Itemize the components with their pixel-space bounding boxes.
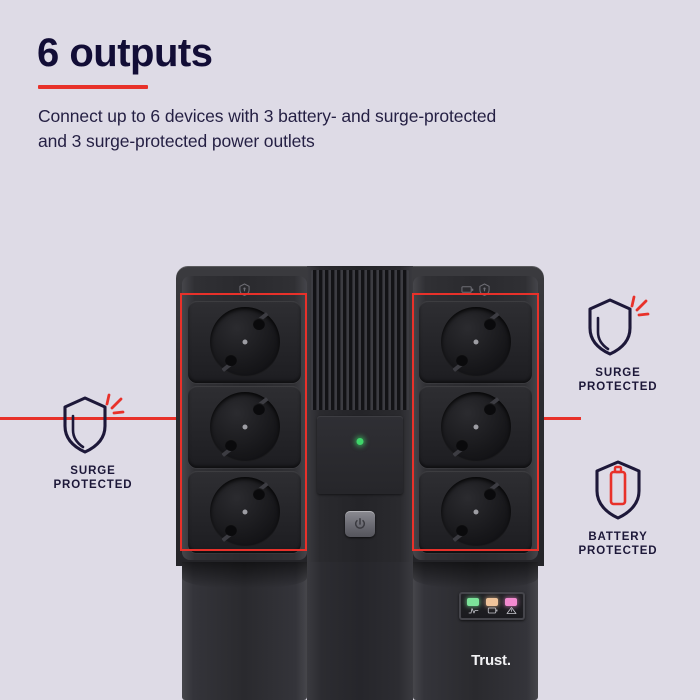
badge-surge-protected-left: SURGE PROTECTED	[23, 390, 163, 493]
socket-center-dot	[242, 339, 247, 345]
panel-shadow	[182, 562, 307, 588]
panel-shadow	[413, 562, 538, 588]
badge-caption-line-1: BATTERY	[588, 531, 648, 543]
lower-panel-center: Trust.	[307, 562, 525, 700]
outlet-column-right	[413, 276, 538, 560]
ac-line-led	[467, 597, 479, 606]
socket-pin	[224, 354, 237, 367]
indicator-led	[486, 597, 498, 615]
socket-pin	[224, 439, 237, 452]
callout-line-right	[513, 417, 581, 420]
callout-line-left	[0, 417, 190, 420]
device-center-column	[307, 266, 413, 566]
power-outlet	[419, 386, 532, 468]
ventilation-slats	[311, 270, 409, 410]
badge-caption-line-1: SURGE	[70, 465, 116, 477]
badge-caption: BATTERY PROTECTED	[548, 530, 688, 559]
socket-pin	[455, 354, 468, 367]
socket-center-dot	[242, 509, 247, 515]
socket-pin	[483, 402, 496, 415]
indicator-led	[505, 597, 517, 615]
power-outlet	[188, 386, 301, 468]
badge-surge-protected-right: SURGE PROTECTED	[548, 292, 688, 395]
shield-spark-icon	[588, 295, 650, 356]
badge-caption: SURGE PROTECTED	[548, 366, 688, 395]
badge-caption-line-2: PROTECTED	[578, 545, 658, 558]
power-outlet	[188, 301, 301, 383]
outlet-column-left	[182, 276, 307, 560]
socket-center-dot	[473, 509, 478, 515]
socket-center-dot	[473, 424, 478, 430]
socket-pin	[252, 487, 265, 500]
power-outlet	[188, 471, 301, 553]
status-panel	[317, 416, 403, 494]
power-outlet	[419, 471, 532, 553]
highlight-box-left-outlets	[180, 293, 307, 551]
power-icon	[354, 517, 366, 529]
socket-center-dot	[473, 339, 478, 345]
socket-pin	[224, 524, 237, 537]
highlight-box-right-outlets	[412, 293, 539, 551]
ups-device-photo: Trust.	[176, 266, 544, 700]
badge-caption: SURGE PROTECTED	[23, 464, 163, 493]
outlet-list-right	[419, 301, 532, 556]
socket-pin	[483, 317, 496, 330]
subtitle-line-2: and 3 surge-protected power outlets	[38, 130, 315, 151]
badge-icon-wrap	[23, 390, 163, 460]
socket-center-dot	[242, 424, 247, 430]
brand-logo: Trust.	[471, 652, 511, 669]
shield-battery-icon	[595, 460, 641, 520]
badge-caption-line-1: SURGE	[595, 367, 641, 379]
socket-pin	[455, 439, 468, 452]
subtitle-line-1: Connect up to 6 devices with 3 battery- …	[38, 106, 497, 126]
badge-caption-line-2: PROTECTED	[53, 479, 133, 492]
socket-pin	[455, 524, 468, 537]
indicator-led	[467, 597, 479, 615]
badge-icon-wrap	[548, 456, 688, 526]
badge-caption-line-2: PROTECTED	[578, 381, 658, 394]
battery-mode-led	[486, 597, 498, 606]
socket-pin	[252, 317, 265, 330]
battery-icon	[461, 285, 474, 293]
indicator-led-bar	[459, 592, 525, 620]
badge-battery-protected: BATTERY PROTECTED	[548, 456, 688, 559]
power-button[interactable]	[345, 511, 375, 537]
page-subtitle: Connect up to 6 devices with 3 battery- …	[38, 104, 650, 154]
socket-pin	[483, 487, 496, 500]
power-outlet	[419, 301, 532, 383]
socket-pin	[252, 402, 265, 415]
sine-wave-icon	[468, 607, 478, 613]
status-led	[356, 438, 364, 445]
battery-icon	[487, 607, 497, 613]
title-underline-rule	[38, 85, 148, 89]
lower-panel-right	[413, 562, 538, 700]
page-title: 6 outputs	[37, 31, 213, 75]
badge-icon-wrap	[548, 292, 688, 362]
device-lower-body: Trust.	[176, 562, 544, 700]
lower-panel-left	[182, 562, 307, 700]
fault-led	[505, 597, 517, 606]
warning-triangle-icon	[506, 606, 516, 614]
outlet-list-left	[188, 301, 301, 556]
shield-spark-icon	[63, 393, 125, 454]
